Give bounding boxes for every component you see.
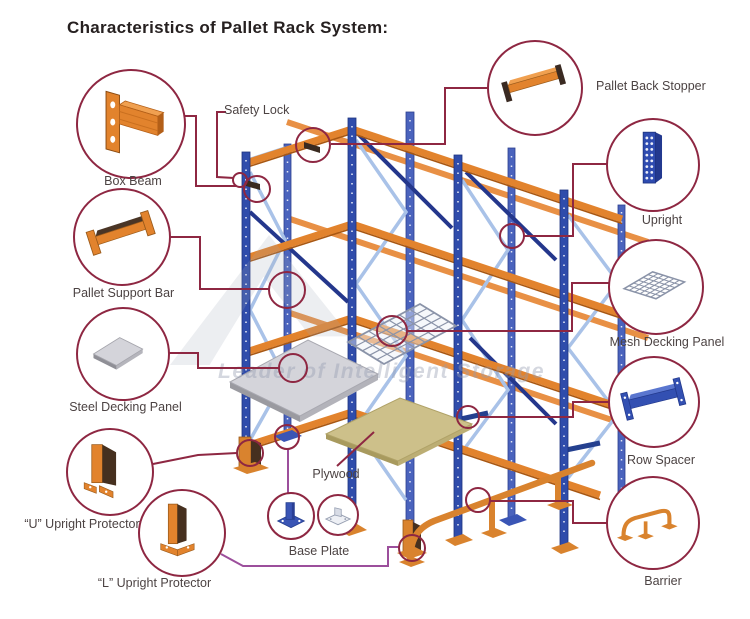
label-safety-lock: Safety Lock [224,103,290,117]
barrier-icon [616,508,678,542]
bubble-u-upright-protector [66,428,154,516]
bubble-mesh-decking-panel [608,239,704,335]
mesh-decking-panel-icon [622,271,687,300]
label-mesh-decking-panel: Mesh Decking Panel [609,335,725,349]
bubble-row-spacer [608,356,700,448]
bubble-pallet-support-bar [73,188,171,286]
front-uprights [241,117,569,549]
bubble-base-plate-sketch [317,494,359,536]
page-title: Characteristics of Pallet Rack System: [67,18,389,37]
label-row-spacer: Row Spacer [626,453,696,467]
base-plate-sketch-icon [324,507,352,526]
cross-braces [248,132,558,426]
plywood-panel [324,397,474,466]
label-pallet-support-bar: Pallet Support Bar [72,286,175,300]
u-upright-protector-icon [83,444,117,499]
row-spacer-icon [620,377,687,421]
label-steel-decking-panel: Steel Decking Panel [69,400,182,414]
barrier-rail [399,459,596,567]
bubble-base-plate-main [267,492,315,540]
label-plywood: Plywood [312,467,360,481]
bubble-box-beam [76,69,186,179]
marker-circles [232,127,525,562]
bubble-pallet-back-stopper [487,40,583,136]
pallet-back-stopper-icon [501,64,567,103]
bubble-steel-decking-panel [76,307,170,401]
bubble-barrier [606,476,700,570]
label-pallet-back-stopper: Pallet Back Stopper [596,79,706,93]
label-base-plate: Base Plate [288,544,350,558]
safety-lock-clips [246,142,320,190]
label-u-upright-protector: “U” Upright Protector [24,517,140,531]
pallet-support-bar-icon [85,210,156,256]
steel-decking-panel-icon [92,337,144,370]
upright-icon [642,131,663,184]
watermark-tagline: Leader of Intelligent Storage [218,360,546,383]
l-upright-protector-icon [160,503,195,557]
base-plate-icon [276,502,306,529]
label-box-beam: Box Beam [104,174,162,188]
connector-lines [152,87,609,524]
label-barrier: Barrier [644,574,682,588]
label-upright: Upright [641,213,683,227]
bubble-upright [606,118,700,212]
back-beams [286,119,649,435]
box-beam-icon [105,90,165,154]
bubble-l-upright-protector [138,489,226,577]
label-l-upright-protector: “L” Upright Protector [97,576,212,590]
connector-lines-purple [220,449,399,567]
